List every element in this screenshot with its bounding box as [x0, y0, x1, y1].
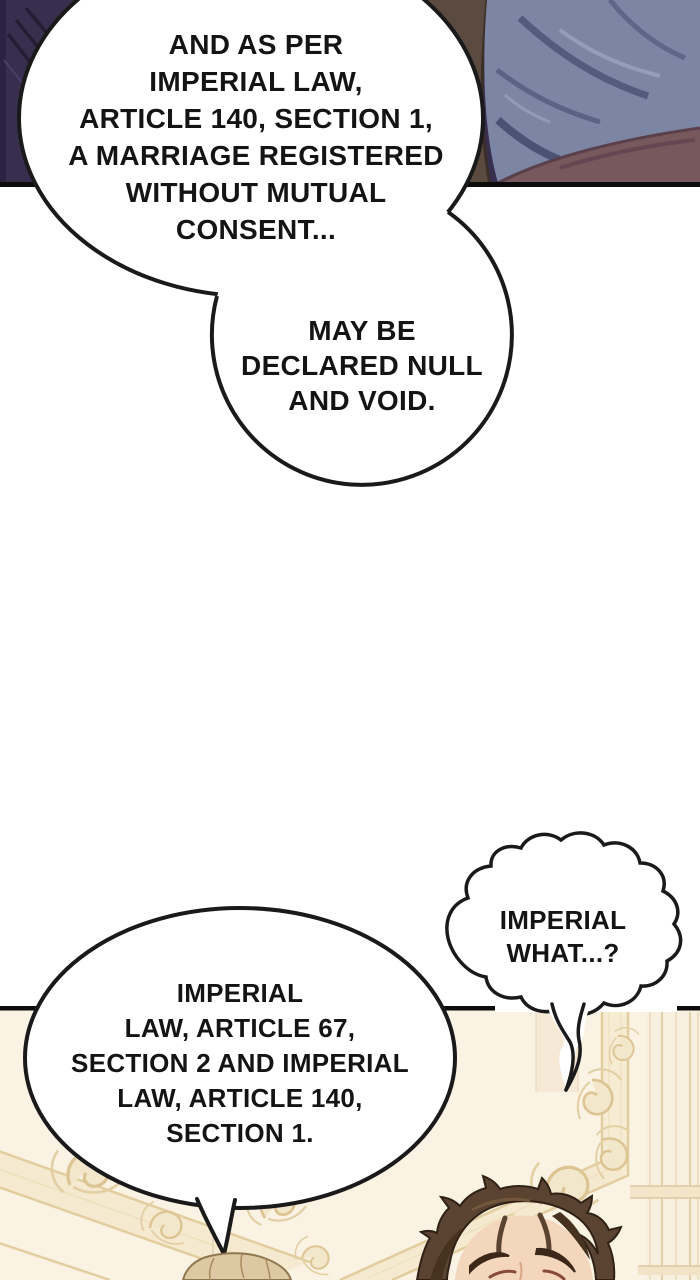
speech-line: DECLARED NULL	[241, 350, 483, 381]
speech-line: LAW, ARTICLE 67,	[124, 1013, 356, 1043]
speech-line: IMPERIAL	[499, 905, 627, 935]
wall-molding	[630, 1185, 700, 1275]
speech-bubble-4-text: IMPERIAL WHAT...?	[457, 904, 669, 970]
speech-line: WITHOUT MUTUAL	[125, 177, 387, 208]
speech-line: MAY BE	[308, 315, 416, 346]
speech-line: SECTION 1.	[166, 1118, 314, 1148]
blue-gray-fabric	[484, 0, 700, 183]
speech-line: IMPERIAL	[176, 978, 304, 1008]
speech-line: AND AS PER	[168, 29, 344, 60]
speech-line: LAW, ARTICLE 140,	[117, 1083, 363, 1113]
angry-man	[415, 1174, 623, 1280]
blond-head	[181, 1252, 293, 1280]
speech-bubble-4-tail	[546, 1000, 590, 1092]
speech-line: CONSENT...	[175, 214, 337, 245]
speech-line: WHAT...?	[506, 938, 620, 968]
speech-bubble-2	[209, 185, 514, 487]
angry-man-brow-right	[534, 1247, 576, 1273]
speech-bubble-3-text: IMPERIAL LAW, ARTICLE 67, SECTION 2 AND …	[40, 976, 440, 1151]
angry-man-hair	[415, 1174, 623, 1280]
speech-line: A MARRIAGE REGISTERED	[68, 140, 444, 171]
speech-bubble-4	[445, 831, 683, 1092]
angry-man-brow-left	[469, 1252, 510, 1275]
speech-bubble-3	[23, 906, 457, 1256]
speech-line: AND VOID.	[288, 385, 436, 416]
speech-bubble-2-text: MAY BE DECLARED NULL AND VOID.	[222, 313, 502, 418]
wallpaper-stripes	[646, 1012, 700, 1280]
speech-line: SECTION 2 AND IMPERIAL	[71, 1048, 409, 1078]
speech-bubble-1-text: AND AS PER IMPERIAL LAW, ARTICLE 140, SE…	[41, 26, 471, 248]
speech-bubble-3-tail	[194, 1194, 240, 1256]
speech-line: IMPERIAL LAW,	[149, 66, 363, 97]
speech-line: ARTICLE 140, SECTION 1,	[79, 103, 433, 134]
angry-man-face	[455, 1215, 593, 1280]
